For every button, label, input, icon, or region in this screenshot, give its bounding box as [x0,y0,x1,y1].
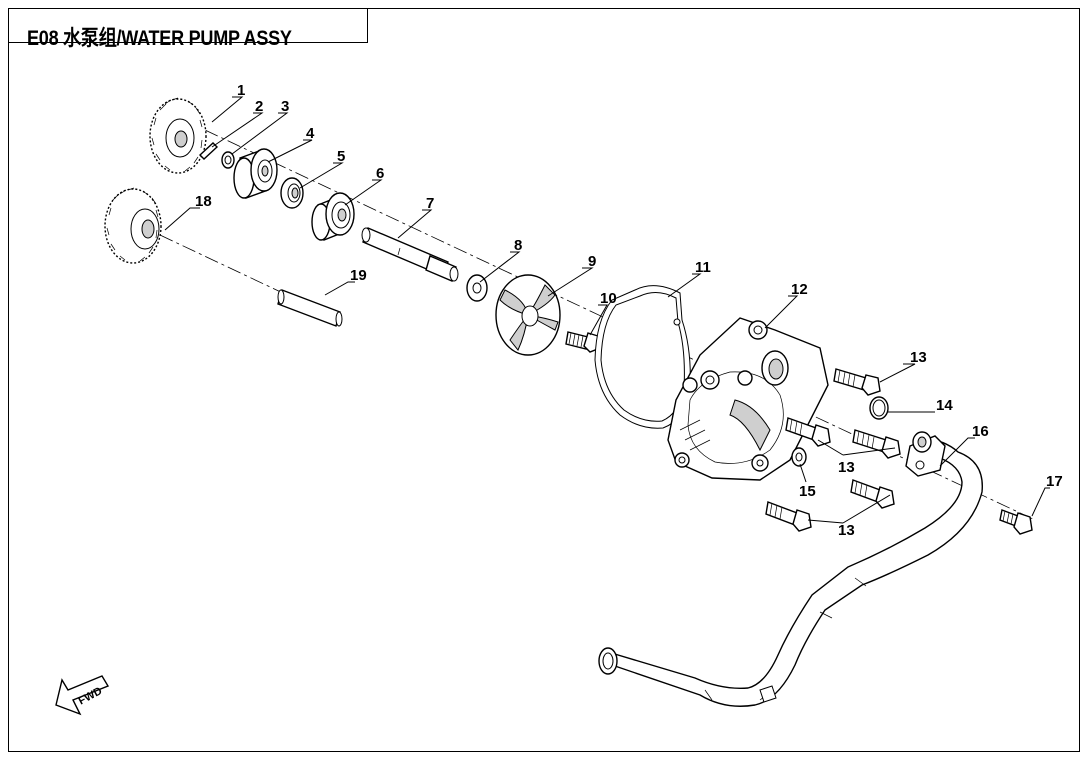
callout-13-bottom: 13 [838,522,855,539]
callout-10: 10 [600,290,617,307]
callout-numbers: 1 2 3 4 5 6 7 8 9 10 11 12 13 13 13 14 1… [195,82,1063,539]
callout-7: 7 [426,195,434,212]
part-8-washer [466,274,488,302]
callout-1: 1 [237,82,245,99]
part-7-pump-shaft [361,227,459,282]
part-13-bolt-d [850,479,895,509]
callout-2: 2 [255,98,263,115]
fwd-arrow-icon: FWD [55,675,110,716]
part-11-gasket [594,285,691,429]
part-15-washer [791,447,807,467]
axis-line-lower [159,234,341,321]
part-16-water-pipe [598,431,983,707]
part-12-pump-cover [667,317,829,481]
part-17-bolt [999,509,1033,535]
callout-13-middle: 13 [838,459,855,476]
title-box: E08 水泵组/WATER PUMP ASSY [8,8,368,50]
callout-11: 11 [695,259,711,276]
part-3-washer [221,151,235,169]
leader-lines [164,96,1050,524]
part-6-mechanical-seal [311,192,355,241]
callout-12: 12 [791,281,808,298]
part-18-gear [104,187,162,264]
callout-13-top: 13 [910,349,927,366]
callout-17: 17 [1046,473,1063,490]
part-10-bolt [565,331,601,353]
callout-4: 4 [306,125,315,142]
part-14-o-ring [869,396,889,420]
callout-9: 9 [588,253,596,270]
callout-8: 8 [514,237,522,254]
callout-14: 14 [936,397,953,414]
callout-15: 15 [799,483,816,500]
part-13-bolt-e [765,501,812,532]
callout-6: 6 [376,165,384,182]
callout-5: 5 [337,148,345,165]
part-1-gear [149,97,207,174]
callout-19: 19 [350,267,367,284]
page-title: E08 水泵组/WATER PUMP ASSY [27,27,292,50]
callout-16: 16 [972,423,989,440]
part-19-pin [277,289,343,327]
part-4-bearing [233,148,278,199]
part-13-bolt-c [852,429,901,459]
part-9-impeller [495,274,561,356]
part-5-oil-seal [280,177,304,209]
drawing-frame [8,8,1080,752]
callout-18: 18 [195,193,212,210]
part-13-bolt-a [833,368,881,396]
callout-3: 3 [281,98,289,115]
